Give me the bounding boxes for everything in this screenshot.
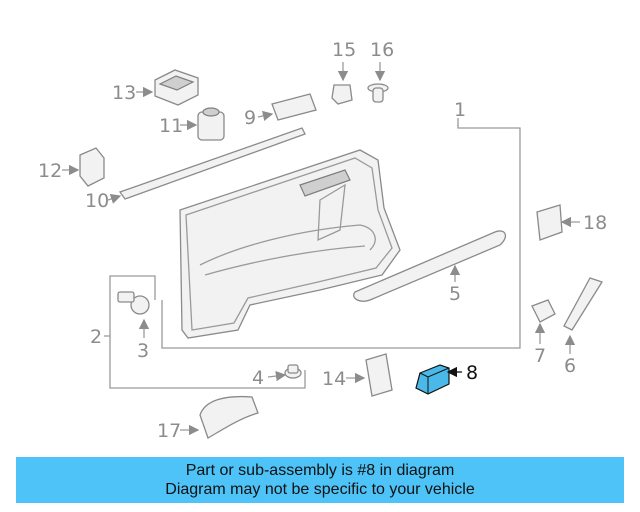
callout-2: 2 — [90, 326, 102, 348]
callout-15: 15 — [332, 39, 356, 61]
banner-line-2: Diagram may not be specific to your vehi… — [165, 481, 475, 498]
diagram-canvas: 1 2 3 4 5 6 7 8 9 10 11 12 13 14 15 16 1… — [38, 39, 607, 442]
leader-4 — [267, 370, 287, 382]
callout-12: 12 — [38, 160, 62, 182]
clip-12 — [79, 147, 105, 187]
leader-10 — [107, 193, 122, 204]
armrest-strip — [353, 230, 507, 302]
door-trim-panel — [179, 149, 401, 339]
switch-panel-9 — [271, 93, 317, 121]
callout-8: 8 — [466, 362, 478, 384]
clip-15 — [331, 84, 353, 105]
callout-6: 6 — [564, 355, 576, 377]
callout-14: 14 — [322, 368, 346, 390]
module-18 — [536, 204, 563, 241]
callout-18: 18 — [583, 212, 607, 234]
knob-11 — [197, 107, 225, 141]
banner-line-1: Part or sub-assembly is #8 in diagram — [185, 462, 455, 479]
callout-11: 11 — [159, 115, 183, 137]
push-pin-16 — [367, 83, 389, 103]
clip-7 — [531, 299, 556, 323]
callout-17: 17 — [157, 420, 181, 442]
callout-13: 13 — [112, 82, 136, 104]
callout-1: 1 — [454, 99, 466, 121]
info-banner: Part or sub-assembly is #8 in diagram Di… — [16, 457, 624, 503]
grommet-3 — [117, 291, 150, 315]
highlighted-part-8[interactable] — [415, 364, 450, 395]
callout-5: 5 — [449, 283, 461, 305]
pull-cup-17 — [199, 395, 259, 439]
callout-4: 4 — [252, 367, 264, 389]
bracket-part-2 — [109, 275, 306, 389]
bracket-part-1 — [161, 125, 521, 349]
callout-3: 3 — [137, 340, 149, 362]
callout-7: 7 — [534, 345, 546, 367]
callout-9: 9 — [244, 107, 256, 129]
window-trim-strip — [118, 127, 306, 200]
switch-13 — [154, 69, 199, 106]
callout-16: 16 — [370, 39, 394, 61]
handle-14 — [365, 353, 393, 397]
pin-4 — [284, 364, 302, 379]
trim-6 — [563, 277, 603, 331]
leader-9 — [257, 110, 274, 121]
callout-10: 10 — [85, 190, 109, 212]
